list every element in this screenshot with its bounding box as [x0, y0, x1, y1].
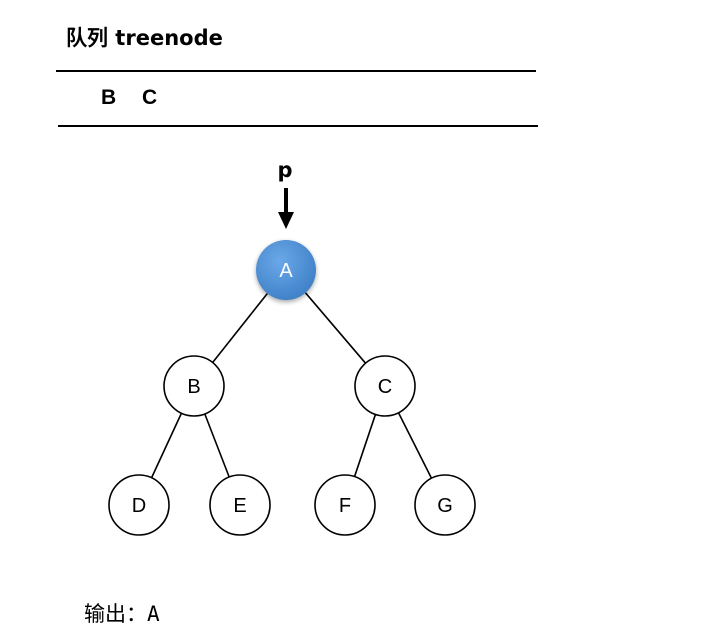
- tree-edges: [150, 292, 433, 479]
- tree-node-circle: [209, 474, 271, 536]
- tree-node-circle: [354, 355, 416, 417]
- tree-node-E: E: [209, 474, 271, 536]
- tree-node-D: D: [108, 474, 170, 536]
- tree-node-label: C: [378, 376, 392, 398]
- tree-nodes: A B C D E F G: [108, 240, 476, 536]
- tree-node-label: F: [339, 495, 351, 517]
- queue-item: B: [101, 86, 117, 109]
- tree-edge-A-B: [212, 293, 268, 363]
- tree-node-C: C: [354, 355, 416, 417]
- tree-node-circle: [414, 474, 476, 536]
- queue-top-border: [56, 70, 536, 72]
- tree-node-A: A: [256, 240, 316, 300]
- tree-node-label: E: [233, 495, 246, 517]
- queue-title: 队列 treenode: [66, 26, 223, 50]
- queue-item: C: [142, 86, 158, 109]
- tree-edge-B-D: [150, 412, 183, 479]
- tree-node-F: F: [314, 474, 376, 536]
- tree-node-G: G: [414, 474, 476, 536]
- tree-node-circle: [256, 240, 316, 300]
- tree-node-circle: [314, 474, 376, 536]
- queue-contents: B C: [101, 86, 169, 110]
- output-text: 输出：A: [84, 602, 160, 626]
- tree-node-B: B: [163, 355, 225, 417]
- tree-node-label: G: [437, 495, 453, 517]
- queue-bottom-border: [58, 125, 538, 127]
- pointer-arrow-head: [278, 212, 294, 229]
- tree-node-label: B: [187, 376, 200, 398]
- tree-node-circle: [163, 355, 225, 417]
- tree-edge-C-G: [397, 412, 433, 479]
- pointer-label: p: [277, 158, 292, 182]
- tree-node-circle: [108, 474, 170, 536]
- tree-node-label: A: [279, 260, 293, 282]
- tree-node-label: D: [132, 495, 146, 517]
- tree-edge-C-F: [353, 414, 377, 477]
- tree-edge-A-C: [304, 292, 367, 364]
- tree-edge-B-E: [204, 413, 230, 478]
